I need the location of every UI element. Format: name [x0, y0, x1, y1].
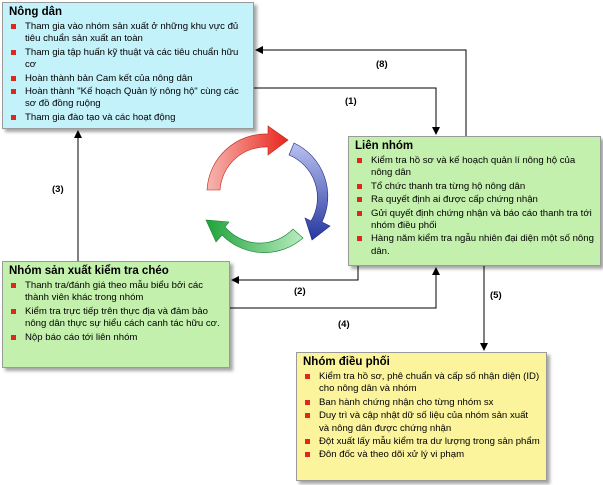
bullet-icon — [305, 413, 310, 419]
nong-dan-box: Nông dân Tham gia vào nhóm sản xuất ở nh… — [2, 2, 254, 129]
arrow-2 — [231, 266, 359, 284]
bullet-icon — [11, 89, 16, 95]
bullet-icon — [11, 75, 16, 81]
lien-nhom-box: Liên nhóm Kiểm tra hồ sơ và kế hoạch quả… — [348, 136, 601, 266]
nhom-san-xuat-item: Nộp báo cáo tới liên nhóm — [9, 332, 223, 344]
bullet-icon — [305, 439, 310, 445]
bullet-icon — [11, 308, 16, 314]
arrow-4 — [230, 267, 440, 309]
bullet-icon — [357, 236, 362, 242]
bullet-icon — [11, 114, 16, 120]
nhom-dieu-phoi-item: Đột xuất lấy mẫu kiểm tra dư lượng trong… — [303, 436, 540, 448]
bullet-icon — [305, 452, 310, 458]
nhom-dieu-phoi-item: Kiểm tra hồ sơ, phê chuẩn và cấp số nhận… — [303, 371, 540, 396]
bullet-icon — [305, 399, 310, 405]
bullet-icon — [11, 49, 16, 55]
cycle-graphic — [205, 125, 331, 253]
bullet-icon — [11, 334, 16, 340]
nong-dan-item: Hoàn thành "Kế hoạch Quản lý nông hộ" cù… — [9, 86, 247, 111]
nong-dan-list: Tham gia vào nhóm sản xuất ở những khu v… — [9, 21, 247, 124]
edge-label-2: (2) — [294, 286, 306, 297]
edge-label-5: (5) — [490, 290, 502, 301]
lien-nhom-item: Ra quyết định ai được cấp chứng nhận — [355, 194, 594, 206]
lien-nhom-item: Hàng năm kiểm tra ngẫu nhiên đại diện mộ… — [355, 233, 594, 258]
cycle-arrow-blue — [288, 142, 331, 241]
lien-nhom-list: Kiểm tra hồ sơ và kế hoạch quản lí nông … — [355, 155, 594, 258]
nong-dan-item: Tham gia tập huấn kỹ thuật và các tiêu c… — [9, 47, 247, 72]
nhom-dieu-phoi-title: Nhóm điều phối — [303, 356, 390, 368]
lien-nhom-item: Gửi quyết định chứng nhận và báo cáo tha… — [355, 208, 594, 233]
bullet-icon — [357, 197, 362, 203]
cycle-arrow-red — [206, 125, 289, 191]
nhom-san-xuat-box: Nhóm sản xuất kiểm tra chéo Thanh tra/đá… — [2, 261, 230, 368]
nong-dan-item: Hoàn thành bản Cam kết của nông dân — [9, 73, 247, 85]
edge-label-4: (4) — [338, 319, 350, 330]
bullet-icon — [11, 24, 16, 29]
edge-label-3: (3) — [52, 184, 64, 195]
nhom-san-xuat-list: Thanh tra/đánh giá theo mẫu biểu bởi các… — [9, 280, 223, 344]
arrow-8 — [255, 46, 467, 136]
edge-label-8: (8) — [376, 59, 388, 70]
bullet-icon — [357, 210, 362, 216]
nong-dan-item: Tham gia đào tạo và các hoạt động — [9, 112, 247, 124]
nhom-dieu-phoi-box: Nhóm điều phối Kiểm tra hồ sơ, phê chuẩn… — [296, 352, 547, 481]
nhom-san-xuat-item: Thanh tra/đánh giá theo mẫu biểu bởi các… — [9, 280, 223, 305]
lien-nhom-title: Liên nhóm — [355, 140, 414, 152]
nong-dan-title: Nông dân — [9, 6, 63, 18]
edge-label-1: (1) — [345, 96, 357, 107]
cycle-arrow-green — [205, 219, 304, 253]
nhom-dieu-phoi-list: Kiểm tra hồ sơ, phê chuẩn và cấp số nhận… — [303, 371, 540, 462]
lien-nhom-item: Kiểm tra hồ sơ và kế hoạch quản lí nông … — [355, 155, 594, 180]
nong-dan-item: Tham gia vào nhóm sản xuất ở những khu v… — [9, 21, 247, 46]
arrow-1 — [254, 87, 440, 135]
bullet-icon — [357, 158, 362, 163]
nhom-dieu-phoi-item: Đôn đốc và theo dõi xử lý vi phạm — [303, 449, 540, 461]
bullet-icon — [11, 283, 16, 288]
bullet-icon — [305, 374, 310, 379]
bullet-icon — [357, 183, 362, 189]
lien-nhom-item: Tổ chức thanh tra từng hộ nông dân — [355, 181, 594, 193]
nhom-dieu-phoi-item: Duy trì và cập nhật dữ số liệu của nhóm … — [303, 410, 540, 435]
nhom-san-xuat-title: Nhóm sản xuất kiểm tra chéo — [9, 265, 169, 277]
nhom-san-xuat-item: Kiểm tra trực tiếp trên thực địa và đảm … — [9, 306, 223, 331]
nhom-dieu-phoi-item: Ban hành chứng nhận cho từng nhóm sx — [303, 397, 540, 409]
